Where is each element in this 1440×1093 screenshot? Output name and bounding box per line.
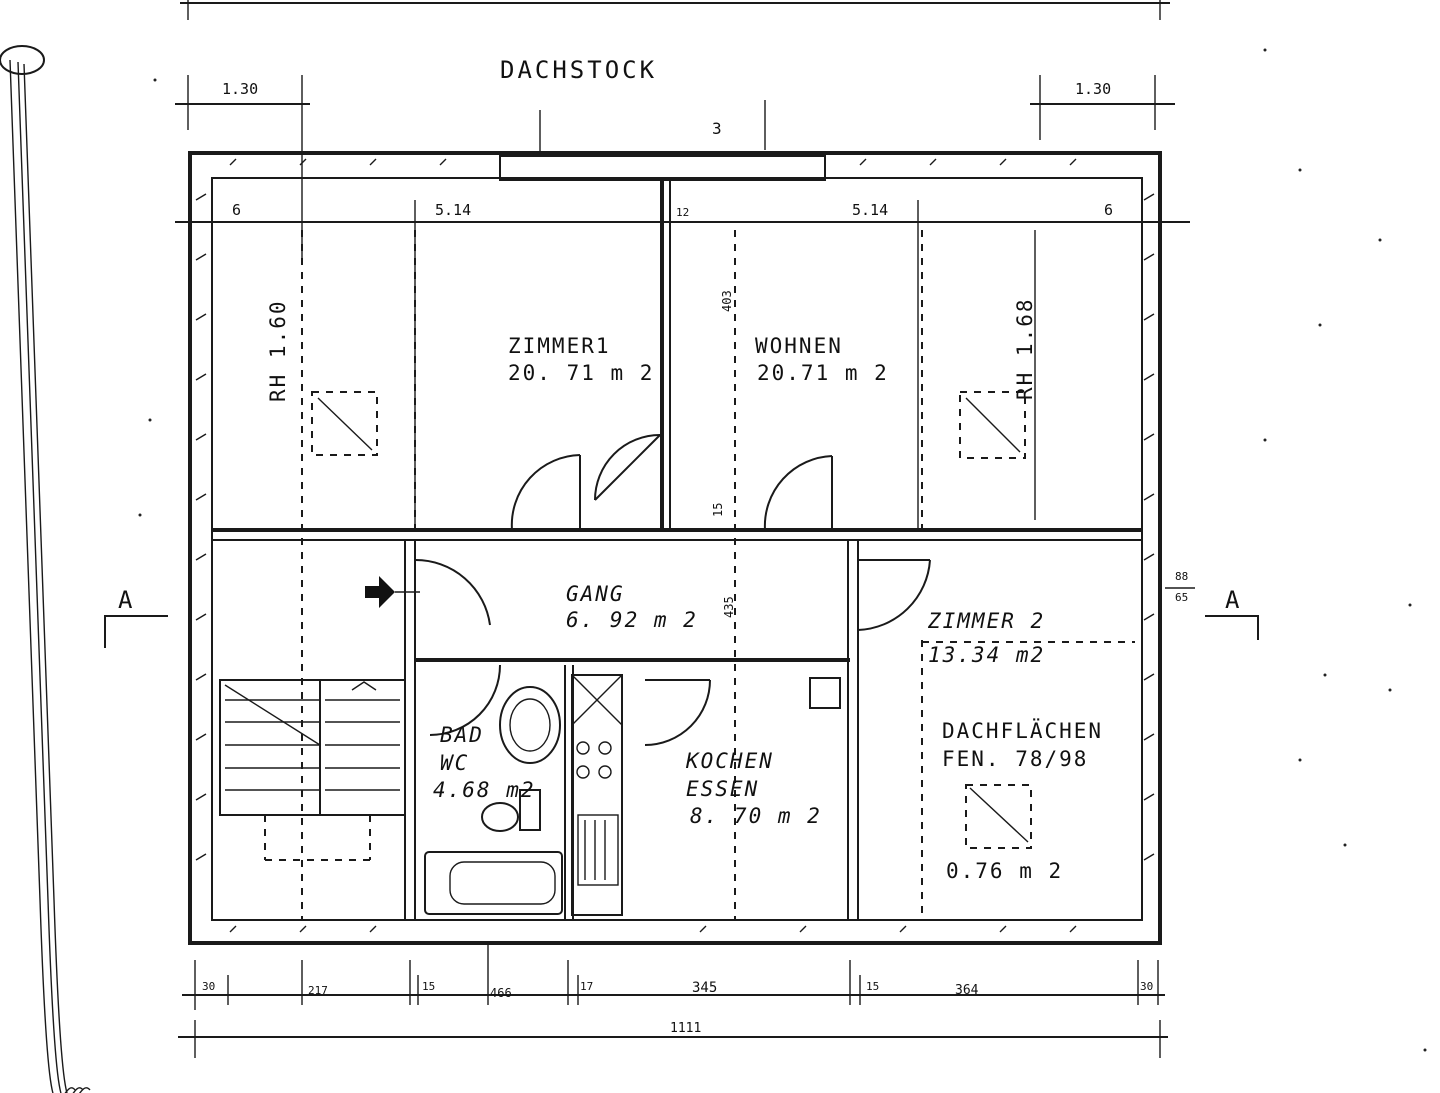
svg-text:6: 6 [1104, 201, 1113, 219]
svg-text:217: 217 [308, 984, 328, 997]
room-zimmer1-name: ZIMMER1 [508, 334, 611, 358]
section-marker-left: A [104, 586, 168, 648]
skylight-area: 0.76 m 2 [946, 859, 1063, 883]
svg-text:5.14: 5.14 [435, 201, 471, 219]
svg-text:6: 6 [232, 201, 241, 219]
skylights [311, 391, 1032, 849]
dim-top-left: 1.30 [175, 75, 310, 260]
kitchen-fixtures [571, 674, 841, 916]
svg-text:466: 466 [490, 986, 512, 1000]
svg-text:15: 15 [866, 980, 879, 993]
room-wohnen-name: WOHNEN [755, 334, 843, 358]
doors [414, 434, 931, 746]
scan-noise [138, 48, 1427, 1052]
svg-text:5.14: 5.14 [852, 201, 888, 219]
dim-small-88: 88 [1175, 570, 1188, 583]
skylight-label-line1: DACHFLÄCHEN [942, 718, 1103, 743]
svg-text:15: 15 [422, 980, 435, 993]
dim-inner-row: 6 5.14 12 5.14 6 [175, 200, 1190, 530]
dim-vert-403: 403 [720, 290, 734, 312]
room-kochen-area: 8. 70 m 2 [690, 804, 822, 828]
svg-text:12: 12 [676, 206, 689, 219]
height-left: RH 1.60 [266, 299, 290, 402]
staircase [219, 679, 406, 861]
room-zimmer2-name: ZIMMER 2 [927, 609, 1045, 633]
interior-walls [212, 178, 1142, 920]
height-right: RH 1.68 [1013, 297, 1037, 400]
svg-text:3: 3 [712, 119, 722, 138]
room-gang-area: 6. 92 m 2 [566, 608, 698, 632]
skylight-label-line2: FEN. 78/98 [942, 747, 1088, 771]
dim-bottom-chain: 30 217 15 466 17 345 15 364 30 [182, 945, 1165, 1010]
room-kochen-name2: ESSEN [686, 777, 759, 801]
plan-title: DACHSTOCK [500, 56, 657, 84]
left-sketch-stroke [0, 45, 91, 1093]
room-bad-area: 4.68 m2 [433, 778, 536, 802]
svg-text:345: 345 [692, 980, 717, 996]
dim-bottom-total: 1111 [178, 1020, 1168, 1058]
dim-vert-435: 435 [722, 596, 736, 618]
svg-text:A: A [1225, 586, 1242, 614]
svg-text:1.30: 1.30 [222, 80, 258, 98]
bath-fixtures [424, 686, 563, 915]
svg-text:A: A [118, 586, 135, 614]
room-zimmer2-area: 13.34 m2 [928, 643, 1045, 667]
dim-top-right: 1.30 [1030, 75, 1175, 140]
dim-vert-15: 15 [711, 503, 725, 517]
room-kochen-name: KOCHEN [685, 749, 774, 773]
section-marker-right: A [1205, 586, 1259, 640]
entry-arrow-icon [365, 576, 395, 608]
dim-small-65: 65 [1175, 591, 1188, 604]
svg-text:17: 17 [580, 980, 593, 993]
room-bad-name: BAD [440, 723, 484, 747]
room-gang-name: GANG [566, 582, 625, 606]
svg-text:364: 364 [955, 983, 979, 998]
room-zimmer1-area: 20. 71 m 2 [508, 361, 654, 385]
room-wohnen-area: 20.71 m 2 [757, 361, 889, 385]
svg-text:30: 30 [202, 980, 215, 993]
svg-text:1.30: 1.30 [1075, 80, 1111, 98]
svg-text:30: 30 [1140, 980, 1153, 993]
room-bad-name2: WC [440, 751, 469, 775]
svg-text:1111: 1111 [670, 1021, 701, 1036]
exterior-walls [188, 151, 1162, 945]
kneewall-lines [301, 230, 1135, 920]
top-window-recess: 3 [499, 100, 826, 181]
